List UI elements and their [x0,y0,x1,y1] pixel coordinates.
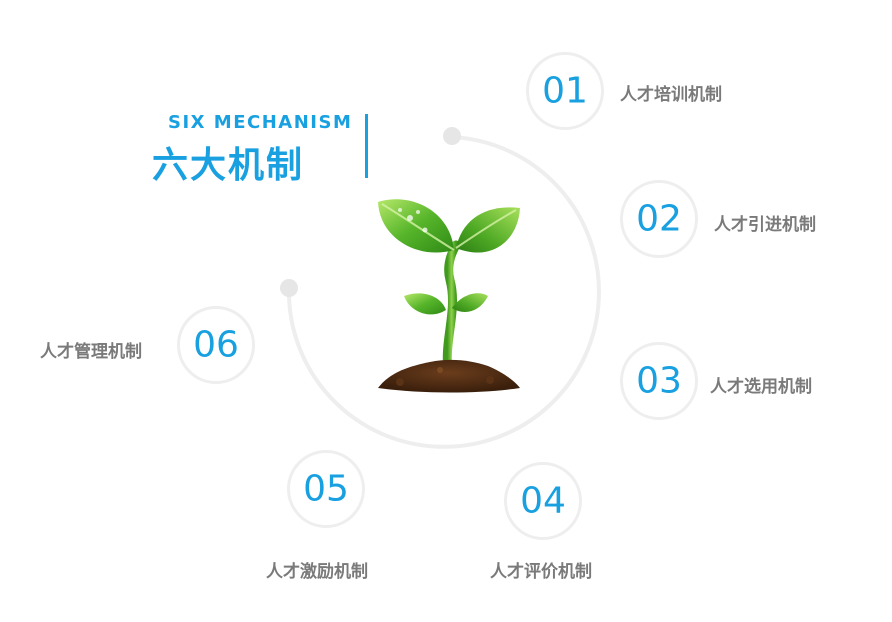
mechanism-label-05: 人才激励机制 [266,562,368,582]
mechanism-circle-05: 05 [287,450,365,528]
mechanism-number: 02 [636,198,682,240]
mechanism-number: 04 [520,480,566,522]
mechanism-circle-01: 01 [526,52,604,130]
mechanism-circle-04: 04 [504,462,582,540]
mechanism-label-03: 人才选用机制 [710,377,812,397]
mechanism-number: 06 [193,324,239,366]
mechanism-label-01: 人才培训机制 [620,85,722,105]
ring-start-dot [443,127,461,145]
mechanism-label-06: 人才管理机制 [40,342,142,362]
heading-title: 六大机制 [152,145,305,186]
plant-seedling-icon [378,199,520,393]
heading-subtitle: SIX MECHANISM [168,112,353,133]
mechanism-number: 01 [542,70,588,112]
mechanism-label-02: 人才引进机制 [714,215,816,235]
mechanism-circle-06: 06 [177,306,255,384]
ring-end-dot [280,279,298,297]
mechanism-number: 05 [303,468,349,510]
mechanism-number: 03 [636,360,682,402]
mechanism-circle-03: 03 [620,342,698,420]
heading-divider [365,114,368,178]
mechanism-circle-02: 02 [620,180,698,258]
mechanism-label-04: 人才评价机制 [490,562,592,582]
